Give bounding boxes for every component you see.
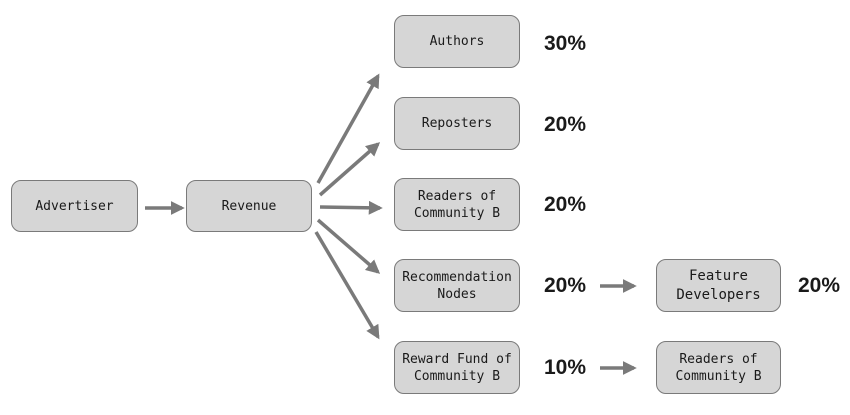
node-reposters: Reposters [394,97,520,150]
percentage-recommendation-nodes: 20% [544,274,587,297]
node-feature-developers: Feature Developers [656,259,781,312]
node-readers-of-community-b: Readers of Community B [394,178,520,231]
node-advertiser: Advertiser [11,180,138,232]
percentage-reposters: 20% [544,113,587,136]
arrow-revenue-to-reward-fund [314,231,380,340]
arrow-revenue-to-recommendation [316,218,381,274]
node-recommendation-nodes: Recommendation Nodes [394,259,520,312]
percentage-readers-of-community-b: 20% [544,193,587,216]
percentage-feature-developers: 20% [798,274,841,297]
node-reward-fund-of-community-b: Reward Fund of Community B [394,341,520,394]
percentage-authors: 30% [544,32,587,55]
percentage-reward-fund: 10% [544,356,587,379]
arrow-revenue-to-authors [316,73,380,184]
node-readers-of-community-b-2: Readers of Community B [656,341,781,394]
arrow-revenue-to-reposters [318,142,381,197]
node-revenue: Revenue [186,180,312,232]
node-authors: Authors [394,15,520,68]
arrow-revenue-to-readers [319,200,383,215]
